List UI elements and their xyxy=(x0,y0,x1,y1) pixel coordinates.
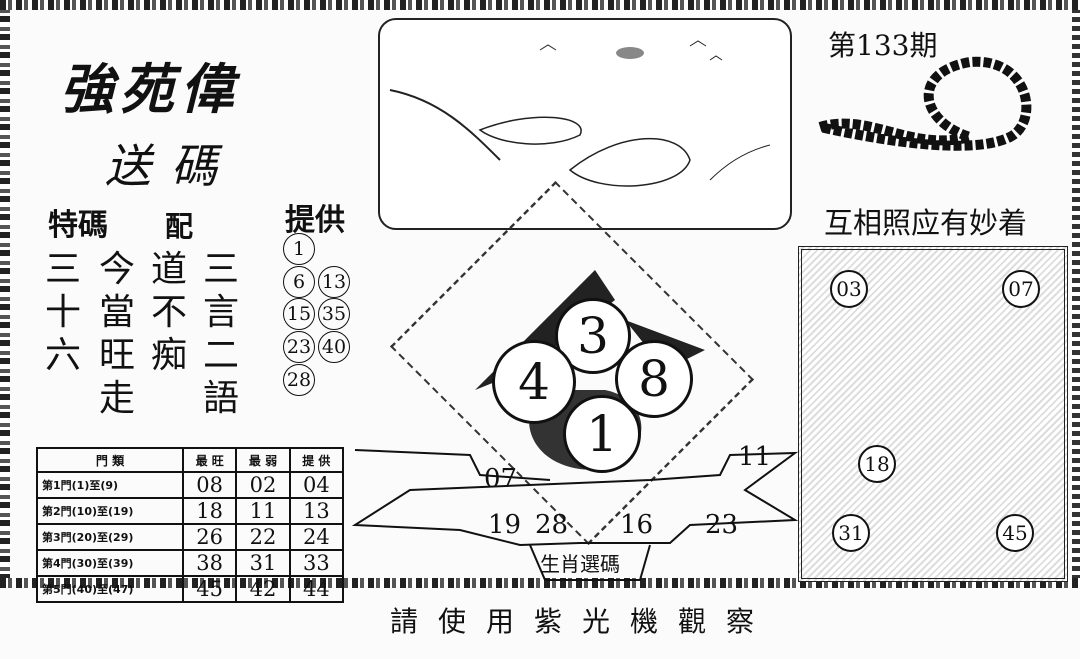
number-circle: 45 xyxy=(996,514,1034,552)
decorative-border-right xyxy=(1072,10,1080,580)
value-cell: 04 xyxy=(288,471,345,499)
value-cell: 02 xyxy=(235,471,291,499)
door-range-cell: 第4門(30)至(39) xyxy=(36,549,184,577)
number-circle: 03 xyxy=(830,270,868,308)
door-range-cell: 第1門(1)至(9) xyxy=(36,471,184,499)
zodiac-label: 生肖選碼 xyxy=(540,552,620,576)
number-circle: 35 xyxy=(318,298,350,330)
header-hottest: 最 旺 xyxy=(181,447,238,473)
value-cell: 45 xyxy=(181,575,238,603)
door-range-cell: 第2門(10)至(19) xyxy=(36,497,184,525)
value-cell: 13 xyxy=(288,497,345,525)
door-range-cell: 第3門(20)至(29) xyxy=(36,523,184,551)
ribbon-number: 16 xyxy=(620,510,654,540)
verse-char: 當 xyxy=(98,292,135,333)
slogan: 互相照应有妙着 xyxy=(824,206,1028,240)
verse-char: 十 xyxy=(44,292,81,333)
value-cell: 38 xyxy=(181,549,238,577)
ribbon-number: 28 xyxy=(535,510,569,540)
value-cell: 11 xyxy=(235,497,291,525)
table-header-row: 門 類 最 旺 最 弱 提 供 xyxy=(36,447,345,473)
header-weakest: 最 弱 xyxy=(235,447,291,473)
provide-label: 提供 xyxy=(285,203,345,238)
value-cell: 08 xyxy=(181,471,238,499)
verse-char: 旺 xyxy=(98,335,135,376)
verse-char: 言 xyxy=(202,292,239,333)
number-circle: 6 xyxy=(283,266,315,298)
number-circle: 40 xyxy=(318,331,350,363)
header-category: 門 類 xyxy=(36,447,184,473)
verse-char: 道 xyxy=(150,249,187,290)
decorative-border-bottom xyxy=(0,578,1080,588)
decorative-border-top xyxy=(0,0,1080,10)
ribbon-number: 11 xyxy=(738,442,772,472)
verse-char: 三 xyxy=(44,249,81,290)
number-circle: 15 xyxy=(283,298,315,330)
value-cell: 42 xyxy=(235,575,291,603)
verse-char: 不 xyxy=(150,292,187,333)
ribbon-number: 19 xyxy=(488,510,522,540)
number-ball: 4 xyxy=(492,340,576,424)
value-cell: 33 xyxy=(288,549,345,577)
match-label: 配 xyxy=(165,210,194,243)
verse-char: 痴 xyxy=(150,335,187,376)
footer-note: 請使用紫光機觀察 xyxy=(390,605,775,638)
value-cell: 22 xyxy=(235,523,291,551)
ribbon-banner xyxy=(351,449,799,581)
verse-char: 今 xyxy=(98,249,135,290)
verse-char: 二 xyxy=(202,335,239,376)
fox-illustration xyxy=(378,18,792,230)
verse-char: 六 xyxy=(44,335,81,376)
number-circle: 23 xyxy=(283,331,315,363)
logo-subtitle: 送碼 xyxy=(105,139,237,193)
issue-number: 第133期 xyxy=(828,29,938,62)
ribbon-number: 23 xyxy=(705,510,739,540)
value-cell: 18 xyxy=(181,497,238,525)
value-cell: 24 xyxy=(288,523,345,551)
verse-char: 三 xyxy=(202,249,239,290)
verse-char: 語 xyxy=(202,378,239,419)
bead-necklace xyxy=(818,56,1032,151)
number-circle: 31 xyxy=(832,514,870,552)
logo-title: 強苑偉 xyxy=(60,57,240,121)
decorative-border-left xyxy=(0,10,10,580)
number-circle: 18 xyxy=(858,445,896,483)
ribbon-number: 07 xyxy=(484,464,518,494)
fox-drawing xyxy=(389,40,771,187)
door-range-cell: 第5門(40)至(47) xyxy=(36,575,184,603)
header-provide: 提 供 xyxy=(288,447,345,473)
value-cell: 26 xyxy=(181,523,238,551)
special-code-label: 特碼 xyxy=(48,208,108,243)
value-cell: 31 xyxy=(235,549,291,577)
value-cell: 44 xyxy=(288,575,345,603)
number-circle: 28 xyxy=(283,364,315,396)
number-circle: 1 xyxy=(283,233,315,265)
verse-char: 走 xyxy=(98,378,135,419)
number-circle: 07 xyxy=(1002,270,1040,308)
number-circle: 13 xyxy=(318,266,350,298)
number-ball: 1 xyxy=(563,395,641,473)
